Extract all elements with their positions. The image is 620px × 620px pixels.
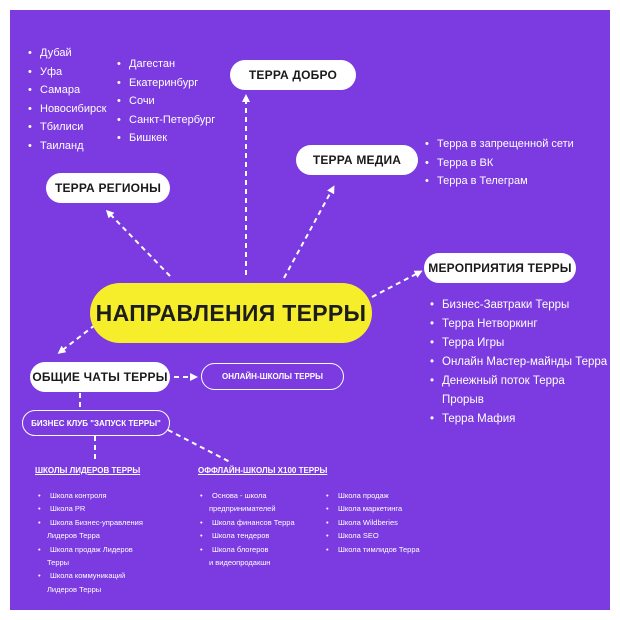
list-item: Тбилиси	[28, 118, 106, 137]
list-item: Школа контроля	[38, 489, 143, 503]
list-item: Екатеринбург	[117, 74, 215, 93]
list-item: Школа продаж Лидеров	[38, 543, 143, 557]
list-item: Терра в запрещенной сети	[425, 135, 574, 154]
events-list: Бизнес-Завтраки Терры Терра Нетворкинг Т…	[430, 296, 607, 429]
list-item: Бишкек	[117, 129, 215, 148]
list-item: Школа маркетинга	[326, 502, 420, 516]
arrow-to-chats	[57, 324, 96, 354]
list-item: Школа Бизнес-управления	[38, 516, 143, 530]
list-item: Терра в ВК	[425, 154, 574, 173]
arrow-to-media	[283, 185, 335, 279]
list-item: Бизнес-Завтраки Терры	[430, 296, 607, 315]
list-item: Школа Wildberies	[326, 516, 420, 530]
offline-list-2: Школа продаж Школа маркетинга Школа Wild…	[326, 489, 420, 556]
list-item: Школа PR	[38, 502, 143, 516]
list-item: Школа коммуникаций	[38, 569, 143, 583]
arrow-to-events	[371, 270, 423, 298]
regions-list-2: Дагестан Екатеринбург Сочи Санкт-Петербу…	[117, 55, 215, 148]
list-item: Дубай	[28, 44, 106, 63]
list-item: Терра Нетворкинг	[430, 315, 607, 334]
node-chats: ОБЩИЕ ЧАТЫ ТЕРРЫ	[30, 362, 170, 392]
list-item-continuation: и видеопродакшн	[209, 558, 271, 568]
list-item: Школа тимлидов Терра	[326, 543, 420, 557]
list-item: Денежный поток Терра	[430, 372, 607, 391]
list-item-continuation: Лидеров Терры	[47, 584, 102, 594]
offline-list-1: Основа - школа предпринимателей Школа фи…	[200, 489, 295, 569]
list-item: Терра в Телеграм	[425, 172, 574, 191]
node-online-schools: ОНЛАЙН-ШКОЛЫ ТЕРРЫ	[201, 363, 344, 390]
list-item: Терра Игры	[430, 334, 607, 353]
list-item: Школа тендеров	[200, 529, 295, 543]
list-item-continuation: предпринимателей	[209, 504, 276, 514]
leaders-list: Школа контроля Школа PR Школа Бизнес-упр…	[38, 489, 143, 596]
list-item: Таиланд	[28, 137, 106, 156]
list-item-continuation: Терры	[47, 558, 70, 568]
list-item: Школа продаж	[326, 489, 420, 503]
list-item: Онлайн Мастер-майнды Терра	[430, 353, 607, 372]
list-item: Сочи	[117, 92, 215, 111]
media-list: Терра в запрещенной сети Терра в ВК Терр…	[425, 135, 574, 191]
list-item: Терра Мафия	[430, 410, 607, 429]
node-events: МЕРОПРИЯТИЯ ТЕРРЫ	[424, 253, 576, 283]
leaders-heading: ШКОЛЫ ЛИДЕРОВ ТЕРРЫ	[35, 466, 141, 475]
regions-list-1: Дубай Уфа Самара Новосибирск Тбилиси Таи…	[28, 44, 106, 155]
link-to-offline	[167, 429, 231, 463]
node-media: ТЕРРА МЕДИА	[296, 145, 418, 175]
arrow-to-regions	[105, 209, 171, 277]
list-item: Школа финансов Терра	[200, 516, 295, 530]
list-item: Дагестан	[117, 55, 215, 74]
list-item: Санкт-Петербург	[117, 111, 215, 130]
node-dobro: ТЕРРА ДОБРО	[230, 60, 356, 90]
list-item-continuation: Прорыв	[442, 394, 484, 406]
node-business-club: БИЗНЕС КЛУБ "ЗАПУСК ТЕРРЫ"	[22, 410, 170, 436]
list-item: Новосибирск	[28, 100, 106, 119]
node-regions: ТЕРРА РЕГИОНЫ	[46, 173, 170, 203]
list-item-continuation: Лидеров Терра	[47, 531, 100, 541]
center-node: НАПРАВЛЕНИЯ ТЕРРЫ	[90, 283, 372, 343]
list-item: Школа SEO	[326, 529, 420, 543]
list-item: Уфа	[28, 63, 106, 82]
offline-heading: ОФФЛАЙН-ШКОЛЫ Х100 ТЕРРЫ	[198, 466, 328, 475]
list-item: Основа - школа	[200, 489, 295, 503]
list-item: Самара	[28, 81, 106, 100]
list-item: Школа блогеров	[200, 543, 295, 557]
